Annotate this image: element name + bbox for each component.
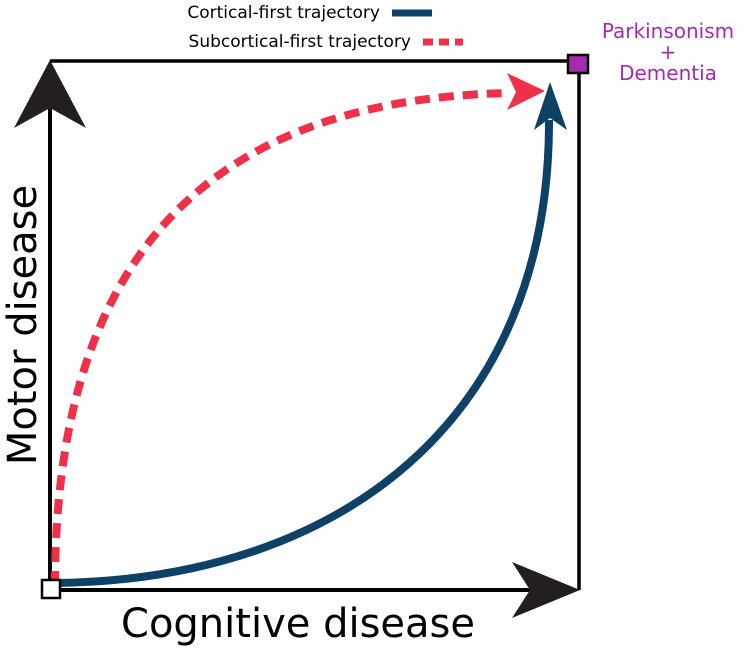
cortical-trajectory-curve — [54, 119, 554, 587]
endpoint-label-line2: + — [660, 40, 677, 64]
legend-subcortical-label: Subcortical-first trajectory — [189, 32, 411, 52]
cortical-trajectory-arrowhead — [534, 82, 567, 130]
x-axis-arrowhead — [512, 562, 580, 618]
endpoint-marker — [566, 53, 590, 75]
subcortical-trajectory-curve — [51, 89, 511, 587]
y-axis-label: Motor disease — [0, 185, 46, 465]
x-axis-label: Cognitive disease — [121, 601, 475, 647]
legend-cortical-label: Cortical-first trajectory — [187, 3, 380, 23]
endpoint-label-line1: Parkinsonism — [602, 19, 734, 43]
subcortical-trajectory-arrowhead — [507, 73, 545, 110]
y-axis-arrowhead — [14, 60, 86, 128]
legend: Cortical-first trajectory Subcortical-fi… — [187, 3, 463, 52]
endpoint-label: Parkinsonism + Dementia — [602, 19, 734, 85]
origin-marker — [40, 578, 62, 600]
endpoint-label-line3: Dementia — [619, 61, 717, 85]
